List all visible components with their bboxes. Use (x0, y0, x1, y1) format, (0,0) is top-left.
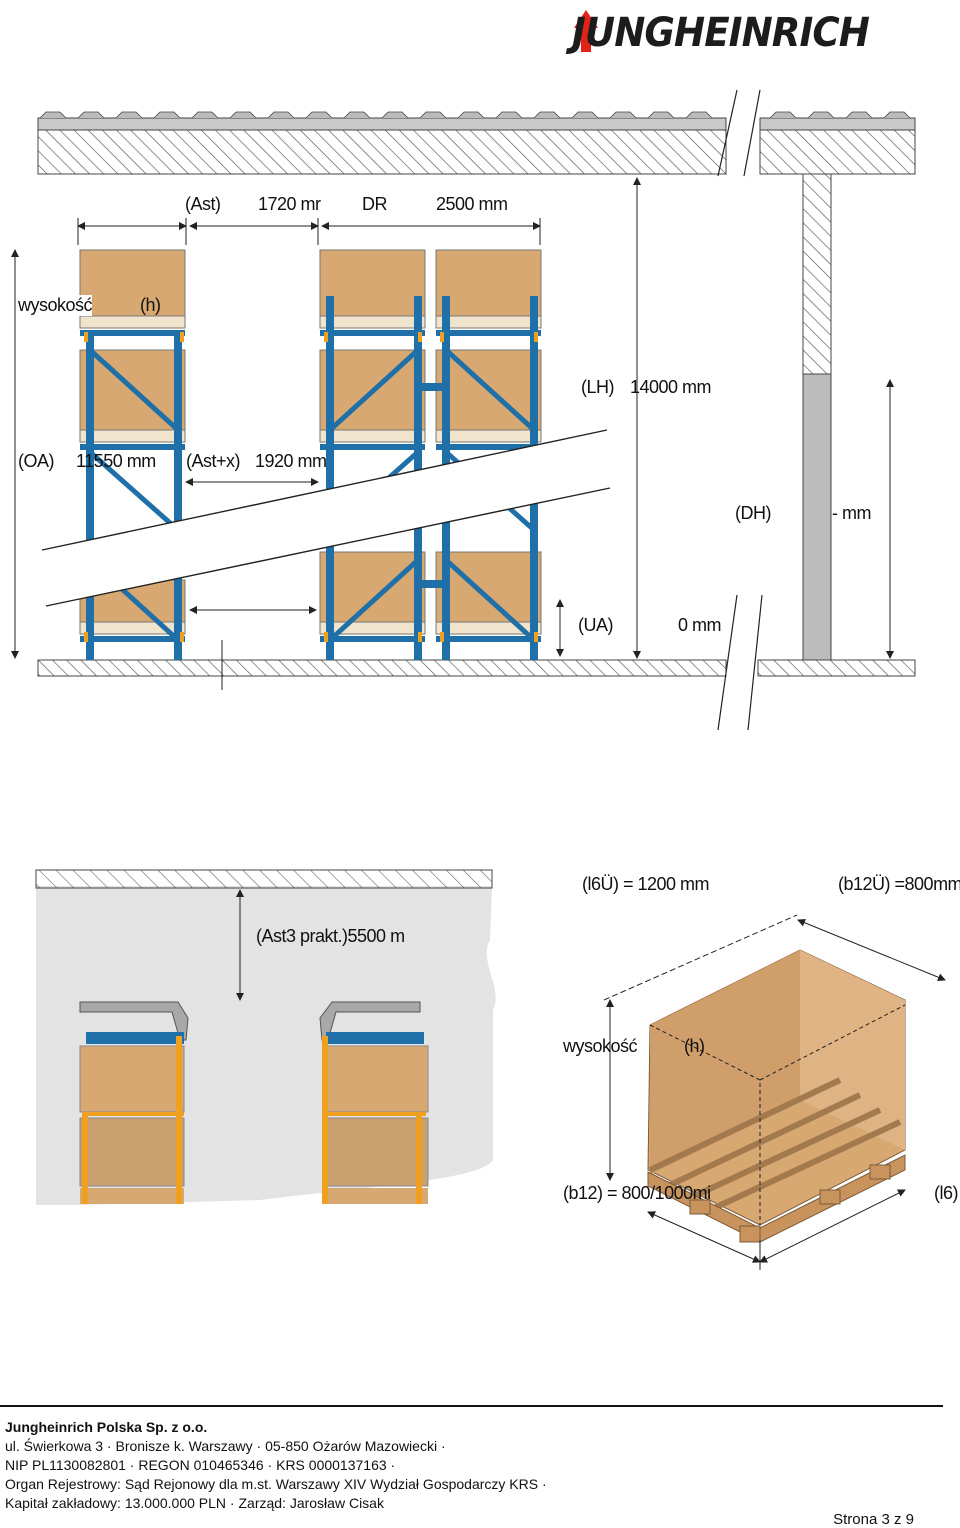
oa-label: (OA) (18, 451, 55, 471)
rack-left (79, 249, 186, 623)
footer-registry: Organ Rejestrowy: Sąd Rejonowy dla m.st.… (5, 1476, 547, 1492)
astx-label: (Ast+x) (186, 451, 241, 471)
astx-value: 1920 mm (255, 451, 327, 471)
lh-value: 14000 mm (630, 377, 712, 397)
footer-rule (0, 1405, 943, 1407)
dimension-lines (11, 177, 894, 690)
footer-ids: NIP PL1130082801 · REGON 010465346 · KRS… (5, 1457, 396, 1473)
cut-band (42, 430, 610, 606)
l6u-label: (l6Ü) = 1200 mm (582, 874, 710, 894)
ua-label: (UA) (578, 615, 614, 635)
jungheinrich-logo (574, 10, 598, 52)
oa-value: 11550 mm (76, 451, 156, 471)
l6-label: (l6) (934, 1183, 959, 1203)
height-code: (h) (140, 295, 161, 315)
rack-section-left (79, 1001, 189, 1204)
dh-label: (DH) (735, 503, 772, 523)
pallet-load-unit (603, 914, 946, 1270)
b12-label: (b12) = 800/1000mi (563, 1183, 711, 1203)
footer-capital: Kapitał zakładowy: 13.000.000 PLN · Zarz… (5, 1495, 384, 1511)
logo-text: JUNGHEINRICH (572, 10, 870, 56)
ast-label: (Ast) (185, 194, 221, 214)
unit-height-code: (h) (684, 1036, 705, 1056)
dh-value: - mm (832, 503, 871, 523)
cut-band-lines (41, 429, 611, 607)
footer-company: Jungheinrich Polska Sp. z o.o. (5, 1419, 208, 1435)
height-label: wysokość (18, 295, 93, 316)
b12u-label: (b12Ü) =800mm (838, 874, 960, 894)
unit-height-label: wysokość (563, 1036, 638, 1056)
ceiling-profile (39, 111, 911, 119)
rack-section-right (319, 1001, 429, 1204)
ceiling-slab-2 (35, 869, 493, 889)
dr-label: DR (362, 194, 388, 214)
ceiling-slab (37, 117, 916, 175)
floor-slab (37, 659, 916, 677)
page-number: Strona 3 z 9 (833, 1511, 914, 1528)
footer-address: ul. Świerkowa 3 · Bronisze k. Warszawy ·… (5, 1438, 446, 1454)
break-lines (717, 89, 763, 731)
dr-value: 2500 mm (436, 194, 508, 214)
rack-diagram (11, 89, 946, 1270)
lh-label: (LH) (581, 377, 615, 397)
ast-value: 1720 mr (258, 194, 321, 214)
ast3-label: (Ast3 prakt.)5500 m (256, 926, 405, 946)
ua-value: 0 mm (678, 615, 722, 635)
footer: Jungheinrich Polska Sp. z o.o. ul. Świer… (5, 1418, 547, 1513)
wall-column (802, 173, 832, 661)
